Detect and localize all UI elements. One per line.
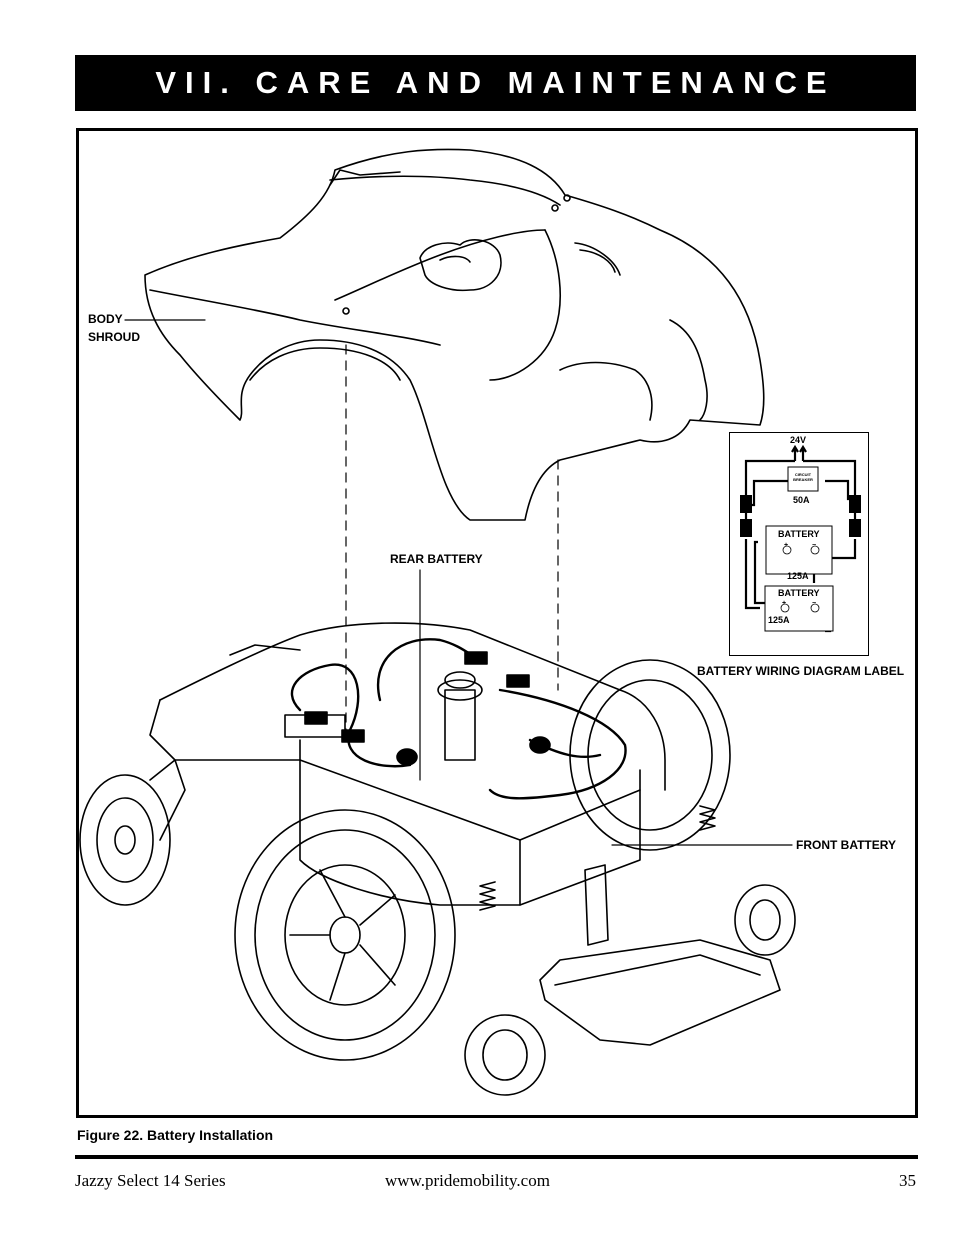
callout-rear-battery: REAR BATTERY [390,552,483,566]
callout-body-shroud-line1: BODY [88,312,123,326]
wiring-battery-bottom-plus: + [782,600,787,607]
wiring-battery-top-plus: + [784,542,789,549]
callout-body-shroud-line2: SHROUD [88,330,141,344]
battery-connectors-drawing [304,651,551,766]
section-title: VII. CARE AND MAINTENANCE [155,65,836,100]
figure-frame [76,128,918,1118]
battery-wiring-diagram-label: 24V CIRCUIT BREAKER 50A BATTERY + − 125A… [729,432,869,656]
alignment-dashed-lines [345,344,559,731]
wiring-battery-top-rating: 125A [787,571,809,581]
callout-front-battery: FRONT BATTERY [796,838,896,852]
power-base-drawing [79,622,796,1096]
wiring-voltage-label: 24V [790,435,807,445]
body-shroud-drawing [144,148,765,521]
callout-leader-lines [124,319,793,846]
wiring-breaker-line1: CIRCUIT [794,472,812,477]
callout-wiring-label: BATTERY WIRING DIAGRAM LABEL [697,664,905,678]
wiring-battery-bottom-label: BATTERY [778,588,820,598]
footer-rule [75,1155,918,1159]
wiring-battery-top-label: BATTERY [778,529,820,539]
footer-page-number: 35 [899,1171,916,1190]
callout-body-shroud: BODY SHROUD [88,310,140,346]
wiring-battery-top-minus: − [812,542,817,549]
wiring-battery-bottom-rating: 125A [768,615,790,625]
wiring-battery-bottom-minus: − [812,600,817,607]
wiring-breaker-label: CIRCUIT BREAKER [788,472,818,482]
section-header: VII. CARE AND MAINTENANCE [75,55,916,111]
footer-website: www.pridemobility.com [385,1171,550,1190]
wiring-diagram-lines [740,444,861,633]
footer-series-name: Jazzy Select 14 Series [75,1171,226,1190]
figure-caption: Figure 22. Battery Installation [77,1127,274,1143]
wiring-breaker-line2: BREAKER [793,477,813,482]
wiring-breaker-rating: 50A [793,495,810,505]
